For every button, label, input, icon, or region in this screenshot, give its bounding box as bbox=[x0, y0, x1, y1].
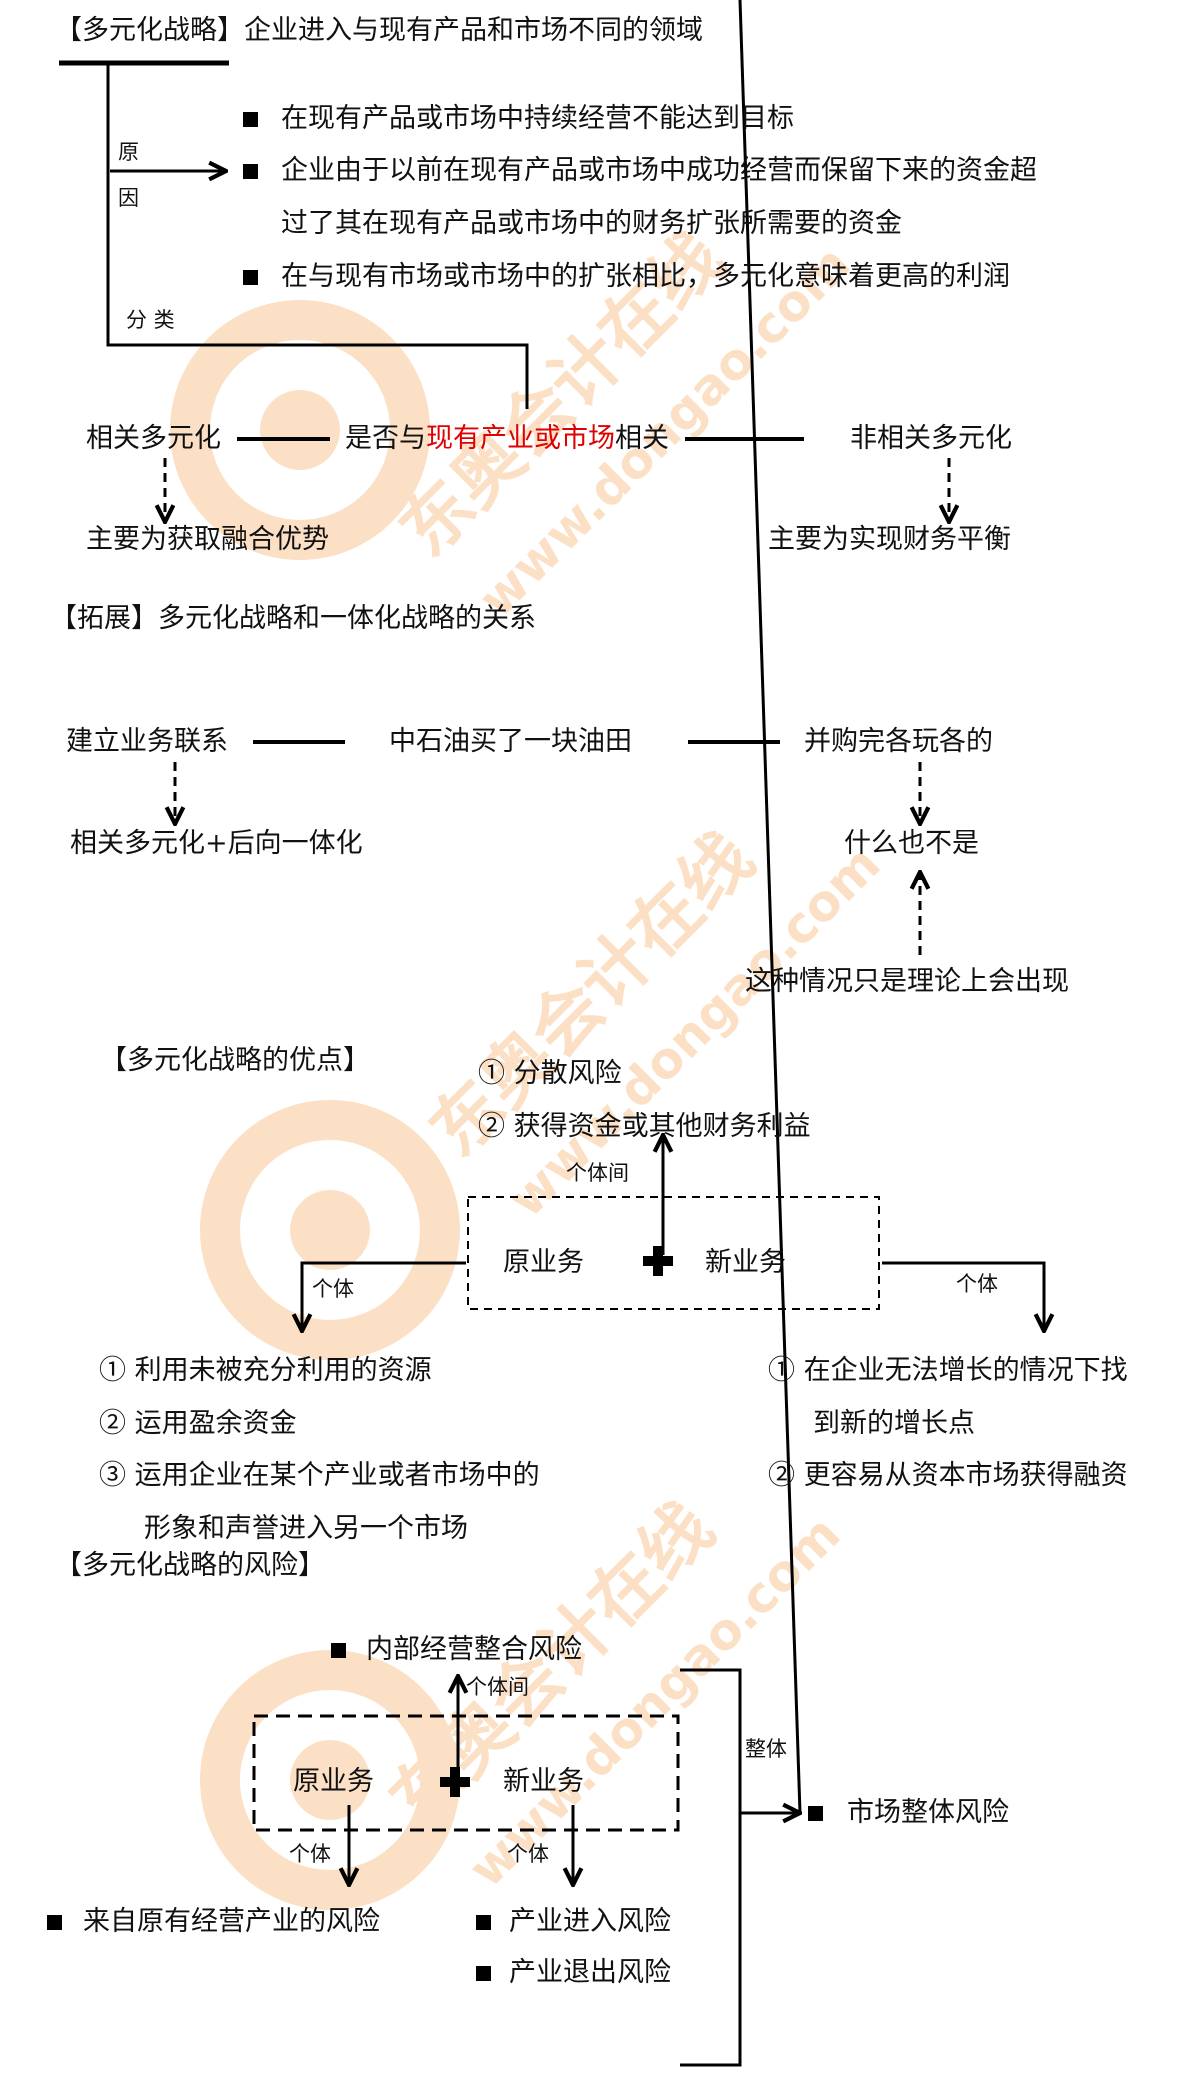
bullet-icon bbox=[243, 112, 258, 127]
old-business: 原业务 bbox=[503, 1247, 584, 1278]
section-title-risks: 【多元化战略的风险】 bbox=[55, 1550, 325, 1581]
individual-label: 个体 bbox=[312, 1277, 354, 1301]
bullet-icon bbox=[476, 1915, 491, 1930]
reason-label: 原 bbox=[118, 140, 139, 164]
unrelated-diversification: 非相关多元化 bbox=[850, 423, 1012, 454]
reason-item: 企业由于以前在现有产品或市场中成功经营而保留下来的资金超 bbox=[281, 155, 1037, 186]
bullet-icon bbox=[808, 1806, 823, 1821]
reason-label: 因 bbox=[118, 186, 139, 210]
new-advantage-continued: 到新的增长点 bbox=[813, 1408, 975, 1439]
question-highlight: 现有产业或市场 bbox=[426, 423, 615, 454]
bullet-icon bbox=[243, 164, 258, 179]
left-result: 相关多元化+后向一体化 bbox=[70, 828, 363, 859]
between-item: ① 分散风险 bbox=[478, 1058, 622, 1089]
old-advantage: ③ 运用企业在某个产业或者市场中的 bbox=[99, 1460, 540, 1491]
plus-icon bbox=[440, 1246, 673, 1797]
old-risk: 来自原有经营产业的风险 bbox=[83, 1906, 380, 1937]
between-item: ② 获得资金或其他财务利益 bbox=[478, 1111, 811, 1142]
section-title-advantages: 【多元化战略的优点】 bbox=[100, 1045, 370, 1076]
bullet-icon bbox=[47, 1915, 62, 1930]
old-advantage: ① 利用未被充分利用的资源 bbox=[99, 1355, 432, 1386]
new-risk: 产业进入风险 bbox=[509, 1906, 671, 1937]
old-advantage-continued: 形象和声誉进入另一个市场 bbox=[144, 1513, 468, 1544]
individual-label: 个体 bbox=[507, 1842, 549, 1866]
relation-question: 是否与现有产业或市场相关 bbox=[345, 423, 669, 455]
reason-item: 在与现有市场或市场中的扩张相比，多元化意味着更高的利润 bbox=[281, 261, 1010, 292]
between-label: 个体间 bbox=[466, 1675, 529, 1699]
right-note: 这种情况只是理论上会出现 bbox=[745, 966, 1069, 997]
between-risk: 内部经营整合风险 bbox=[366, 1634, 582, 1665]
overall-label: 整体 bbox=[745, 1737, 787, 1761]
bullet-icon bbox=[476, 1966, 491, 1981]
overall-risk: 市场整体风险 bbox=[847, 1797, 1009, 1828]
acquire-separate: 并购完各玩各的 bbox=[804, 726, 993, 757]
bullet-icon bbox=[243, 270, 258, 285]
new-business: 新业务 bbox=[503, 1766, 584, 1797]
individual-label: 个体 bbox=[289, 1842, 331, 1866]
related-goal: 主要为获取融合优势 bbox=[86, 524, 329, 555]
unrelated-goal: 主要为实现财务平衡 bbox=[768, 524, 1011, 555]
right-result: 什么也不是 bbox=[844, 828, 979, 859]
old-advantage: ② 运用盈余资金 bbox=[99, 1408, 297, 1439]
reason-item: 在现有产品或市场中持续经营不能达到目标 bbox=[281, 103, 794, 134]
reason-item-continued: 过了其在现有产品或市场中的财务扩张所需要的资金 bbox=[281, 208, 902, 239]
new-business: 新业务 bbox=[705, 1247, 786, 1278]
question-suffix: 相关 bbox=[615, 423, 669, 454]
question-prefix: 是否与 bbox=[345, 423, 426, 454]
build-business-link: 建立业务联系 bbox=[66, 726, 228, 757]
new-advantage: ② 更容易从资本市场获得融资 bbox=[768, 1460, 1128, 1491]
new-advantage: ① 在企业无法增长的情况下找 bbox=[768, 1355, 1128, 1386]
section-title-extension: 【拓展】多元化战略和一体化战略的关系 bbox=[50, 603, 536, 634]
section-title-diversification: 【多元化战略】企业进入与现有产品和市场不同的领域 bbox=[55, 15, 703, 46]
bullet-icon bbox=[331, 1643, 346, 1658]
old-business: 原业务 bbox=[293, 1766, 374, 1797]
between-label: 个体间 bbox=[566, 1161, 629, 1185]
individual-label: 个体 bbox=[956, 1272, 998, 1296]
new-risk: 产业退出风险 bbox=[509, 1957, 671, 1988]
related-diversification: 相关多元化 bbox=[86, 423, 221, 454]
example-center: 中石油买了一块油田 bbox=[389, 726, 632, 757]
category-label: 分 类 bbox=[126, 308, 175, 332]
